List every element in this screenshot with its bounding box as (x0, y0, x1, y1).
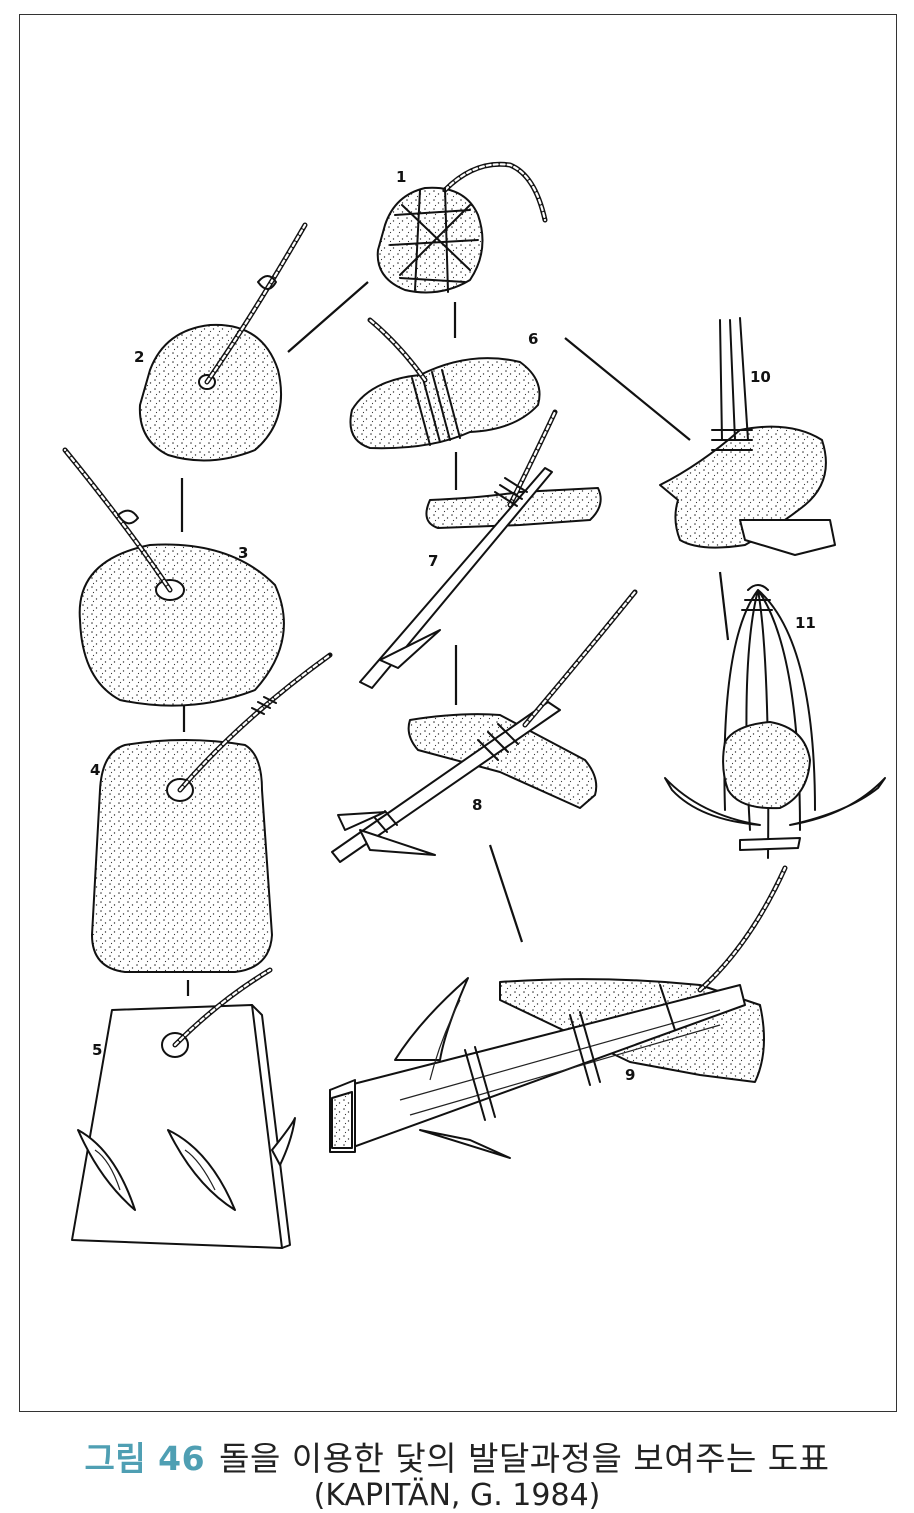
anchor-2-holed-stone (138, 222, 308, 462)
label-5: 5 (92, 1041, 102, 1059)
figure-caption: 그림 46 돌을 이용한 닻의 발달과정을 보여주는 도표 (0, 1432, 914, 1480)
anchor-10-stick-anchor (659, 317, 836, 556)
anchor-9-composite-wooden (329, 865, 788, 1159)
connector-6-10 (564, 337, 691, 441)
caption-text: 돌을 이용한 닻의 발달과정을 보여주는 도표 (219, 1439, 830, 1478)
label-11: 11 (795, 614, 816, 632)
label-2: 2 (134, 348, 144, 366)
anchor-11-caged-stone (664, 584, 886, 859)
connector-1-2 (287, 281, 369, 353)
figure-number: 그림 46 (84, 1439, 206, 1478)
anchor-8-stock-anchor (331, 589, 638, 863)
label-10: 10 (750, 368, 771, 386)
label-9: 9 (625, 1066, 635, 1084)
anchor-7-wooden-fluke (359, 409, 602, 689)
label-7: 7 (428, 552, 438, 570)
label-4: 4 (90, 761, 100, 779)
connector-8-9 (488, 844, 524, 943)
figure-citation: (KAPITÄN, G. 1984) (313, 1478, 601, 1513)
label-3: 3 (238, 544, 248, 562)
anchor-1-netted-stone (376, 161, 548, 294)
connector-lines (180, 281, 730, 996)
connector-10-11 (718, 571, 730, 641)
label-1: 1 (396, 168, 406, 186)
anchor-3-rounded-stone (62, 447, 285, 707)
anchor-6-lashed-stone (349, 317, 541, 450)
anchor-5-composite-stone (71, 967, 296, 1249)
label-6: 6 (528, 330, 538, 348)
anchor-4-trapezoid-stone (91, 652, 333, 973)
anchor-evolution-diagram: 1 2 3 4 5 6 7 8 9 10 11 (62, 161, 886, 1249)
figure-labels: 1 2 3 4 5 6 7 8 9 10 11 (90, 168, 816, 1084)
label-8: 8 (472, 796, 482, 814)
